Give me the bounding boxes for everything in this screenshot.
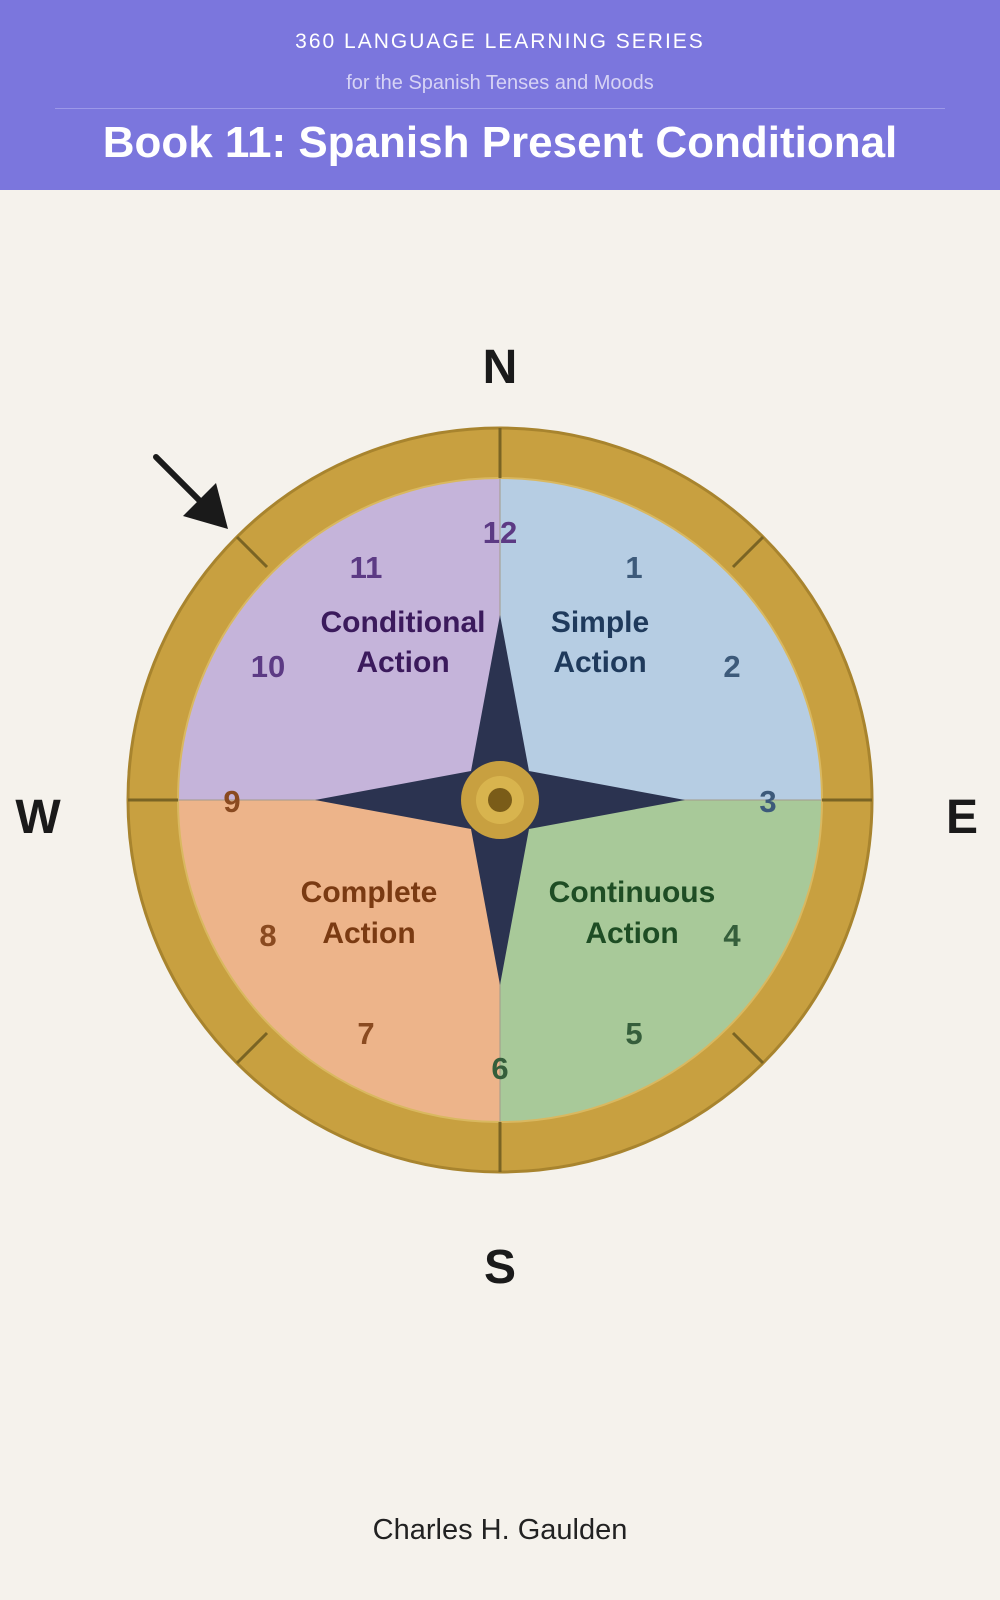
quadrant-label-top-right-line1: Simple	[551, 606, 649, 639]
hour-8: 8	[259, 918, 276, 953]
quadrant-label-bottom-right-line2: Action	[585, 917, 678, 950]
hour-1: 1	[625, 550, 642, 585]
direction-south: S	[484, 1241, 516, 1294]
direction-west: W	[15, 791, 61, 844]
pointer-arrow-icon	[153, 454, 228, 529]
hour-10: 10	[251, 649, 285, 684]
author-name: Charles H. Gaulden	[372, 1514, 628, 1546]
quadrant-label-top-left-line2: Action	[356, 646, 449, 679]
hour-9: 9	[223, 784, 240, 819]
hour-6: 6	[491, 1051, 508, 1086]
series-name: 360 LANGUAGE LEARNING SERIES	[295, 30, 705, 53]
hour-4: 4	[723, 918, 741, 953]
quadrant-label-top-right-line2: Action	[553, 646, 646, 679]
hour-12: 12	[483, 515, 517, 550]
series-subtitle: for the Spanish Tenses and Moods	[346, 72, 654, 94]
ring-ticks	[128, 428, 872, 1172]
direction-east: E	[946, 791, 978, 844]
quadrant-label-bottom-left-line1: Complete	[301, 876, 438, 909]
hour-5: 5	[625, 1016, 642, 1051]
hour-11: 11	[350, 550, 383, 585]
book-title: Book 11: Spanish Present Conditional	[102, 118, 898, 167]
hour-7: 7	[357, 1016, 374, 1051]
header-banner: 360 LANGUAGE LEARNING SERIES for the Spa…	[0, 0, 1000, 190]
hour-2: 2	[723, 649, 740, 684]
direction-north: N	[483, 341, 518, 394]
quadrant-top-right	[500, 478, 822, 800]
quadrant-label-bottom-right-line1: Continuous	[549, 876, 716, 909]
header-divider	[55, 108, 945, 109]
quadrant-top-left	[178, 478, 500, 800]
quadrant-bottom-right	[500, 800, 822, 1122]
quadrant-label-top-left-line1: Conditional	[321, 606, 486, 639]
compass-hub-center	[488, 788, 512, 812]
quadrant-label-bottom-left-line2: Action	[322, 917, 415, 950]
hour-3: 3	[759, 784, 776, 819]
quadrant-bottom-left	[178, 800, 500, 1122]
